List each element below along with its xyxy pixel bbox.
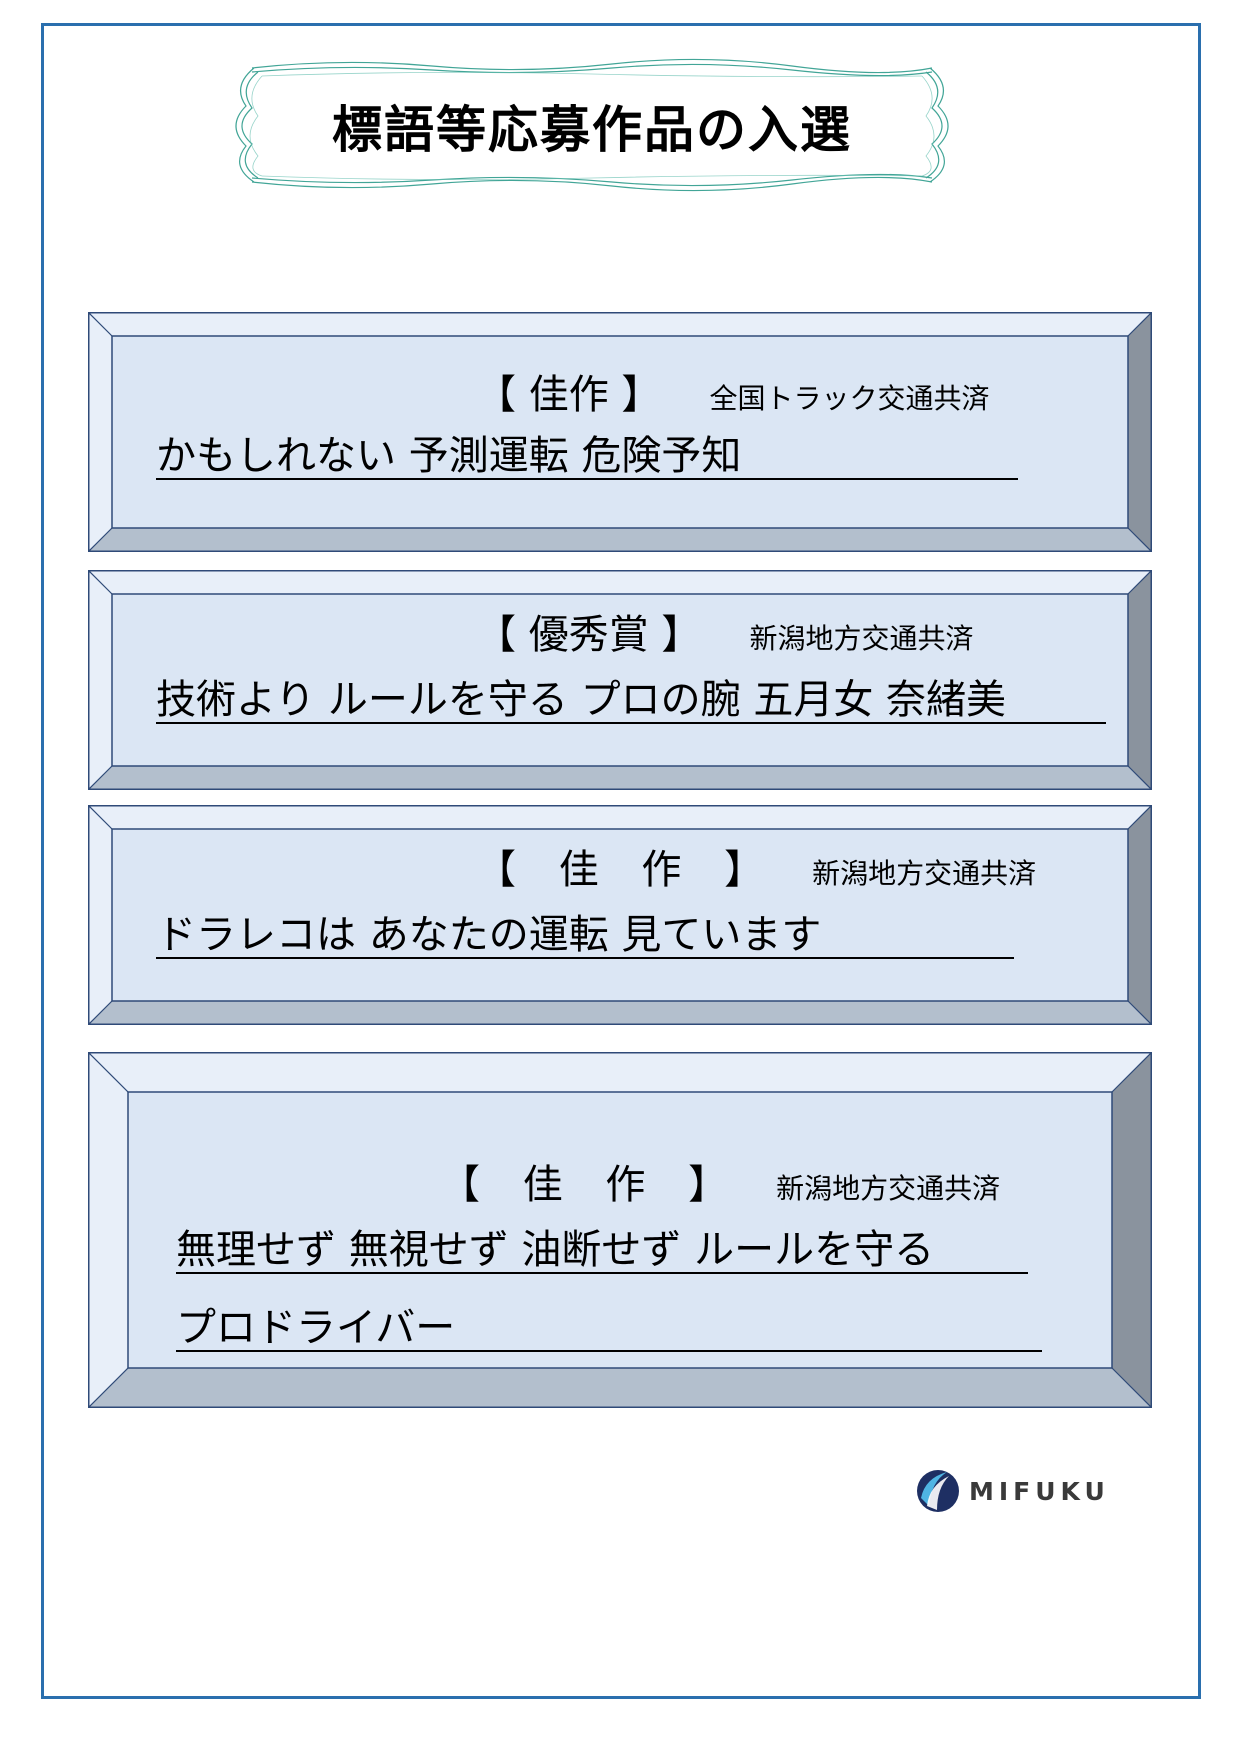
logo-text: MIFUKU [969, 1476, 1110, 1506]
award-panel-4: 【 佳 作 】 新潟地方交通共済 無理せず 無視せず 油断せず ルールを守る プ… [88, 1052, 1152, 1408]
slogan-text: 無理せず 無視せず 油断せず ルールを守る [176, 1228, 1028, 1274]
decorative-frame-icon [235, 58, 949, 192]
slogan-text: かもしれない 予測運転 危険予知 [156, 434, 1018, 480]
slogan-text-continued: プロドライバー [176, 1306, 1042, 1352]
award-title: 【 佳 作 】 [476, 847, 765, 893]
mifuku-logo: MIFUKU [915, 1468, 1110, 1514]
award-panel-2: 【 優秀賞 】 新潟地方交通共済 技術より ルールを守る プロの腕 五月女 奈緒… [88, 570, 1152, 790]
award-organization: 新潟地方交通共済 [776, 1172, 1001, 1205]
award-organization: 新潟地方交通共済 [812, 857, 1037, 890]
slogan-text: 技術より ルールを守る プロの腕 五月女 奈緒美 [156, 678, 1106, 724]
award-organization: 新潟地方交通共済 [749, 622, 974, 655]
slogan-text: ドラレコは あなたの運転 見ています [156, 913, 1014, 959]
award-title: 【 優秀賞 】 [476, 612, 702, 658]
page-title: 標語等応募作品の入選 [332, 101, 852, 159]
award-heading: 【 優秀賞 】 新潟地方交通共済 [476, 602, 973, 660]
award-panel-3: 【 佳 作 】 新潟地方交通共済 ドラレコは あなたの運転 見ています [88, 805, 1152, 1025]
page-frame [41, 23, 1201, 1699]
award-panel-1: 【 佳作 】 全国トラック交通共済 かもしれない 予測運転 危険予知 [88, 312, 1152, 552]
award-heading: 【 佳 作 】 新潟地方交通共済 [476, 837, 1036, 895]
award-heading: 【 佳作 】 全国トラック交通共済 [476, 362, 989, 420]
award-title: 【 佳 作 】 [440, 1162, 729, 1208]
award-title: 【 佳作 】 [476, 372, 662, 418]
award-organization: 全国トラック交通共済 [709, 382, 990, 415]
title-banner: 標語等応募作品の入選 [222, 56, 962, 196]
award-heading: 【 佳 作 】 新潟地方交通共済 [440, 1152, 1000, 1210]
mifuku-logo-icon [917, 1470, 959, 1512]
